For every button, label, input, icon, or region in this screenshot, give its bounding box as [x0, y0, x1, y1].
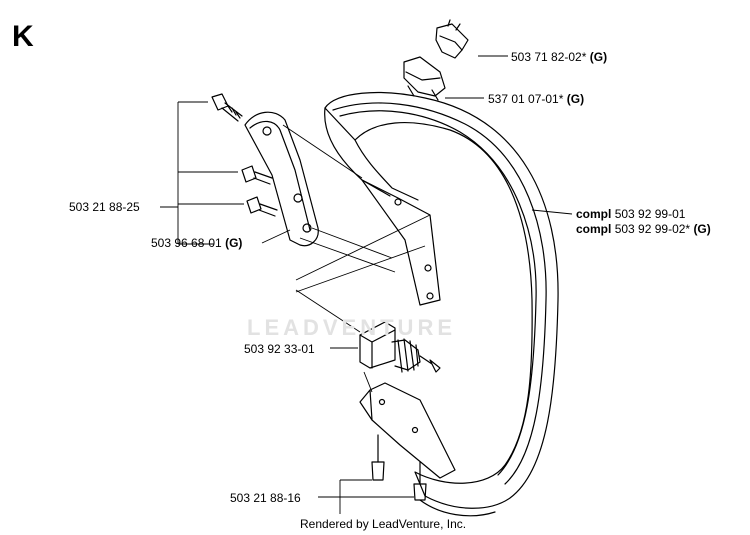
leader-p5 [531, 209, 573, 215]
spring-damper [359, 321, 441, 373]
bolt-middle [241, 165, 273, 185]
part-number: 503 21 88-25 [69, 200, 140, 214]
assembly-line-1 [282, 124, 363, 179]
screw-right [413, 461, 427, 501]
leader-p3 [160, 101, 244, 245]
part-label-p7[interactable]: 503 92 33-01 [244, 342, 315, 356]
part-tag: (G) [566, 92, 585, 106]
top-connector-2 [403, 56, 446, 101]
part-tag: (G) [589, 50, 608, 64]
part-number: 503 71 82-02* [511, 50, 587, 64]
watermark: LEADVENTURE [247, 315, 457, 340]
part-number: 503 92 99-01 [614, 207, 686, 221]
part-label-p3[interactable]: 503 21 88-25 [69, 200, 140, 214]
part-label-p5[interactable]: compl 503 92 99-01 [576, 207, 685, 221]
screw-left [371, 434, 385, 481]
part-number: 537 01 07-01* [488, 92, 564, 106]
section-letter: K [12, 20, 34, 53]
part-number: 503 96 68-01 [151, 236, 222, 250]
assembly-line-5 [363, 371, 373, 393]
bolt-lower [246, 196, 278, 217]
part-label-p6[interactable]: compl 503 92 99-02* (G) [576, 222, 711, 236]
top-connector-1 [435, 19, 469, 59]
part-prefix: compl [576, 222, 612, 236]
part-number: 503 21 88-16 [230, 491, 301, 505]
lower-bracket [359, 382, 456, 479]
part-label-p8[interactable]: 503 21 88-16 [230, 491, 301, 505]
front-handle [324, 91, 559, 517]
leader-p4 [261, 229, 291, 244]
part-number: 503 92 99-02* [614, 222, 691, 236]
bolt-upper [211, 93, 243, 122]
part-tag: (G) [225, 236, 243, 250]
assembly-line-2 [299, 227, 396, 273]
assembly-line-4 [295, 289, 361, 333]
part-number: 503 92 33-01 [244, 342, 315, 356]
part-label-p4[interactable]: 503 96 68-01 (G) [151, 236, 242, 250]
leader-p8 [318, 479, 414, 514]
footer-credit: Rendered by LeadVenture, Inc. [300, 517, 467, 531]
part-label-p1[interactable]: 503 71 82-02* (G) [511, 50, 607, 64]
part-tag: (G) [693, 222, 711, 236]
assembly-line-3 [295, 214, 431, 293]
part-label-p2[interactable]: 537 01 07-01* (G) [488, 92, 584, 106]
damper-bracket [244, 111, 319, 247]
part-prefix: compl [576, 207, 612, 221]
